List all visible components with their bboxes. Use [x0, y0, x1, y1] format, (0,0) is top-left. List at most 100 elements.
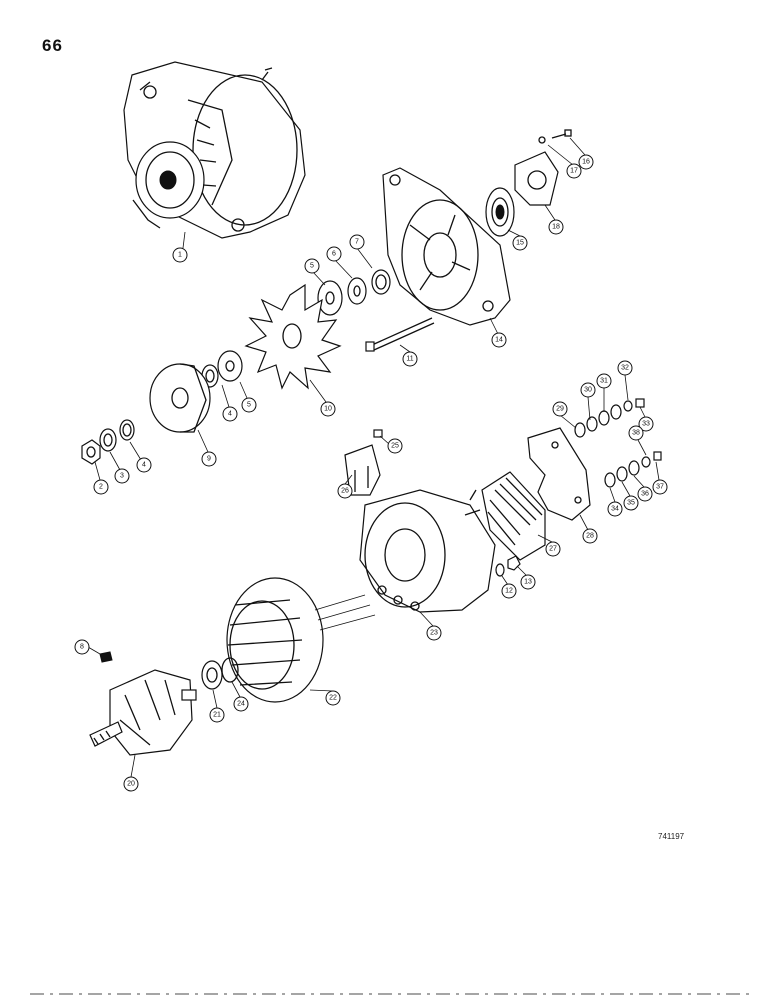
- svg-text:35: 35: [627, 500, 635, 507]
- svg-text:5: 5: [247, 402, 251, 409]
- callout-12: 12: [501, 583, 517, 599]
- callout-13: 13: [520, 574, 536, 590]
- terminal-nut: [495, 555, 521, 577]
- svg-text:4: 4: [228, 411, 232, 418]
- callout-25: 25: [387, 438, 403, 454]
- svg-text:26: 26: [341, 488, 349, 495]
- svg-text:12: 12: [505, 588, 513, 595]
- callout-37: 37: [652, 479, 668, 495]
- cooling-fan: [244, 283, 342, 390]
- svg-text:13: 13: [524, 579, 532, 586]
- svg-text:36: 36: [641, 491, 649, 498]
- figure-id: 741197: [658, 832, 685, 841]
- callout-2: 2: [93, 479, 109, 495]
- callout-17: 17: [566, 163, 582, 179]
- callout-35: 35: [623, 495, 639, 511]
- svg-text:14: 14: [495, 337, 503, 344]
- callout-33: 33: [638, 416, 654, 432]
- svg-text:20: 20: [127, 781, 135, 788]
- callout-23: 23: [426, 625, 442, 641]
- svg-text:37: 37: [656, 484, 664, 491]
- svg-text:27: 27: [549, 546, 557, 553]
- brush-holder: [344, 429, 383, 496]
- svg-text:1: 1: [178, 252, 182, 259]
- callout-14: 14: [491, 332, 507, 348]
- callout-21: 21: [209, 707, 225, 723]
- callout-15: 15: [512, 235, 528, 251]
- callout-34: 34: [607, 501, 623, 517]
- svg-text:30: 30: [584, 387, 592, 394]
- svg-text:32: 32: [621, 365, 629, 372]
- callout-10: 10: [320, 401, 336, 417]
- callout-16: 16: [578, 154, 594, 170]
- svg-text:6: 6: [332, 251, 336, 258]
- leader-lines: [87, 137, 660, 778]
- callout-29: 29: [552, 401, 568, 417]
- stator: [226, 577, 376, 703]
- svg-text:8: 8: [80, 644, 84, 651]
- svg-text:38: 38: [632, 430, 640, 437]
- woodruff-key: [99, 651, 113, 663]
- svg-text:16: 16: [582, 159, 590, 166]
- callout-36: 36: [637, 486, 653, 502]
- svg-text:25: 25: [391, 443, 399, 450]
- callout-24: 24: [233, 696, 249, 712]
- svg-text:11: 11: [406, 356, 413, 363]
- callout-9: 9: [201, 451, 217, 467]
- front-bearing: [485, 187, 515, 237]
- terminal-hardware-stack: [574, 398, 662, 488]
- callout-26: 26: [337, 483, 353, 499]
- svg-text:23: 23: [430, 630, 438, 637]
- callout-1: 1: [172, 247, 188, 263]
- callout-7: 7: [349, 234, 365, 250]
- callout-32: 32: [617, 360, 633, 376]
- callout-31: 31: [596, 373, 612, 389]
- svg-text:9: 9: [207, 456, 211, 463]
- svg-text:24: 24: [237, 701, 245, 708]
- rectifier-heat-sink: [481, 471, 546, 561]
- svg-text:3: 3: [120, 473, 124, 480]
- pulley-nut-washers: [81, 419, 135, 465]
- svg-text:15: 15: [516, 240, 524, 247]
- callout-22: 22: [325, 690, 341, 706]
- svg-text:17: 17: [570, 168, 578, 175]
- callout-8: 8: [74, 639, 90, 655]
- svg-text:2: 2: [99, 484, 103, 491]
- bearing-retainer-plate: [514, 129, 572, 206]
- drive-end-housing: [382, 167, 511, 326]
- rear-bearing: [201, 657, 239, 690]
- callout-20: 20: [123, 776, 139, 792]
- callout-4-a: 4: [136, 457, 152, 473]
- drive-pulley: [149, 363, 211, 433]
- svg-text:21: 21: [213, 712, 221, 719]
- svg-text:28: 28: [586, 533, 594, 540]
- callout-4-b: 4: [222, 406, 238, 422]
- alternator-assembly: [123, 61, 306, 239]
- svg-text:29: 29: [556, 406, 564, 413]
- insulator-plate: [527, 427, 591, 521]
- callout-6: 6: [326, 246, 342, 262]
- pulley-washers: [201, 350, 243, 388]
- callout-5-b: 5: [304, 258, 320, 274]
- slip-ring-end-housing: [359, 489, 496, 613]
- callout-11: 11: [402, 351, 418, 367]
- callout-28: 28: [582, 528, 598, 544]
- spacer-washers: [317, 269, 391, 316]
- svg-text:33: 33: [642, 421, 650, 428]
- callout-38: 38: [628, 425, 644, 441]
- svg-text:7: 7: [355, 239, 359, 246]
- callout-27: 27: [545, 541, 561, 557]
- svg-text:18: 18: [552, 224, 560, 231]
- through-bolt: [365, 317, 435, 352]
- callout-18: 18: [548, 219, 564, 235]
- svg-text:22: 22: [329, 695, 337, 702]
- svg-text:4: 4: [142, 462, 146, 469]
- page-number: 66: [42, 36, 63, 55]
- callout-3: 3: [114, 468, 130, 484]
- svg-text:5: 5: [310, 263, 314, 270]
- rotor: [89, 669, 197, 756]
- svg-text:10: 10: [324, 406, 332, 413]
- callout-5-a: 5: [241, 397, 257, 413]
